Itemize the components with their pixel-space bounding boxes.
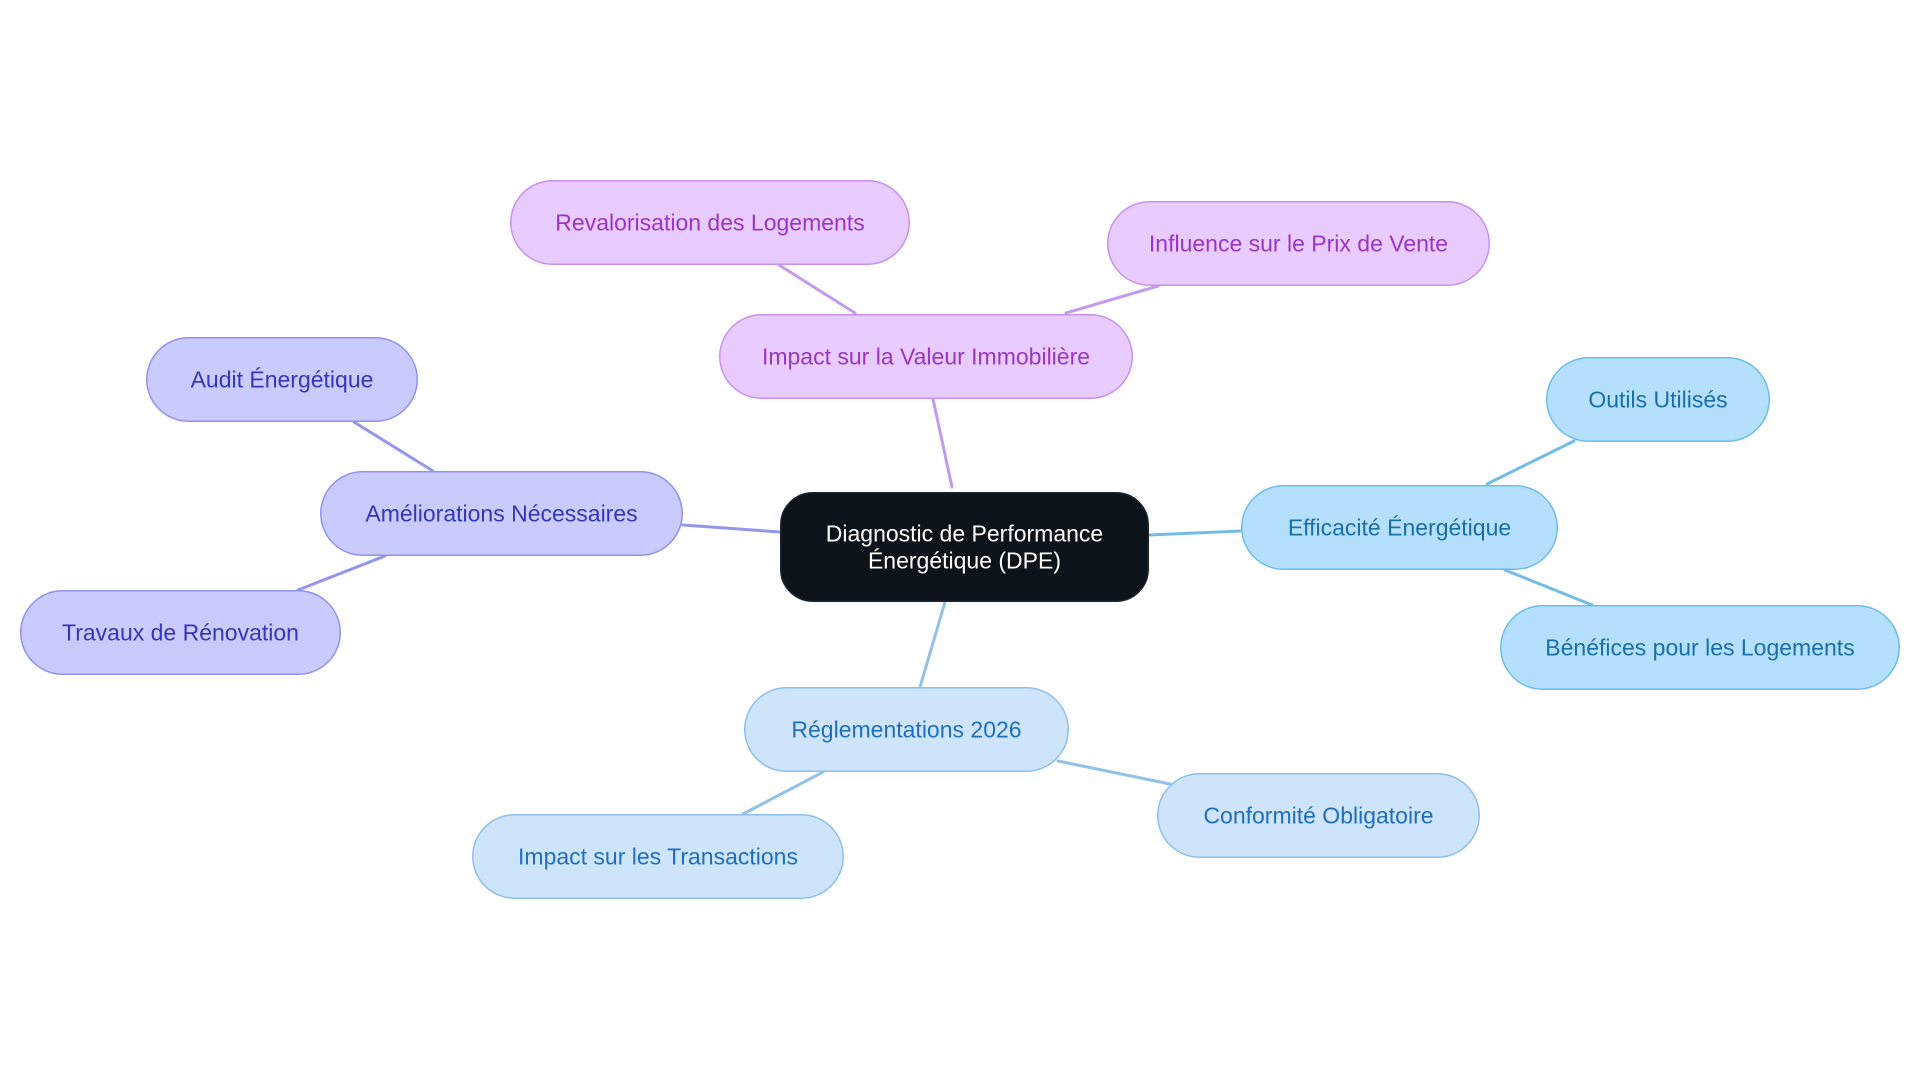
- connector-line: [296, 554, 387, 592]
- node-box: [744, 687, 1069, 772]
- node-box: [719, 314, 1133, 399]
- node-box: [780, 492, 1149, 602]
- node-label: Outils Utilisés: [1588, 387, 1727, 413]
- node-efficacite: Efficacité Énergétique: [1241, 485, 1558, 570]
- node-audit: Audit Énergétique: [146, 337, 418, 422]
- node-influence-prix: Influence sur le Prix de Vente: [1107, 201, 1490, 286]
- node-box: [472, 814, 844, 899]
- connector-line: [1056, 759, 1172, 786]
- node-transactions: Impact sur les Transactions: [472, 814, 844, 899]
- node-box: [146, 337, 418, 422]
- node-label: Efficacité Énergétique: [1288, 515, 1511, 541]
- node-box: [20, 590, 341, 675]
- node-box: [510, 180, 910, 265]
- connector-line: [918, 600, 947, 689]
- node-label: Impact sur les Transactions: [518, 844, 798, 870]
- node-ameliorations: Améliorations Nécessaires: [320, 471, 683, 556]
- node-label: Bénéfices pour les Logements: [1545, 635, 1854, 661]
- node-conformite: Conformité Obligatoire: [1157, 773, 1480, 858]
- node-box: [1500, 605, 1900, 690]
- connector-line: [741, 770, 825, 816]
- node-revalorisation: Revalorisation des Logements: [510, 180, 910, 265]
- node-box: [320, 471, 683, 556]
- connector-line: [1064, 284, 1160, 315]
- node-label: Améliorations Nécessaires: [365, 501, 637, 527]
- connector-lines: [296, 263, 1594, 816]
- node-label: Conformité Obligatoire: [1203, 803, 1433, 829]
- node-label: Réglementations 2026: [791, 717, 1021, 743]
- connector-line: [931, 397, 954, 489]
- node-box: [1157, 773, 1480, 858]
- node-travaux: Travaux de Rénovation: [20, 590, 341, 675]
- connector-line: [352, 420, 435, 473]
- node-label: Audit Énergétique: [191, 367, 374, 393]
- node-label: Impact sur la Valeur Immobilière: [762, 344, 1090, 370]
- node-box: [1546, 357, 1770, 442]
- root-label-line: Diagnostic de Performance: [826, 521, 1103, 547]
- connector-line: [1485, 439, 1576, 486]
- connector-line: [1503, 568, 1594, 607]
- node-box: [1107, 201, 1490, 286]
- node-reglementations: Réglementations 2026: [744, 687, 1069, 772]
- node-benefices: Bénéfices pour les Logements: [1500, 605, 1900, 690]
- node-box: [1241, 485, 1558, 570]
- connector-line: [681, 523, 782, 534]
- node-label: Travaux de Rénovation: [62, 620, 299, 646]
- node-label: Revalorisation des Logements: [555, 210, 864, 236]
- connector-line: [777, 263, 857, 315]
- node-impact-valeur: Impact sur la Valeur Immobilière: [719, 314, 1133, 399]
- node-outils: Outils Utilisés: [1546, 357, 1770, 442]
- node-label: Influence sur le Prix de Vente: [1149, 231, 1448, 257]
- root-label-line: Énergétique (DPE): [868, 548, 1061, 574]
- connector-line: [1147, 529, 1243, 537]
